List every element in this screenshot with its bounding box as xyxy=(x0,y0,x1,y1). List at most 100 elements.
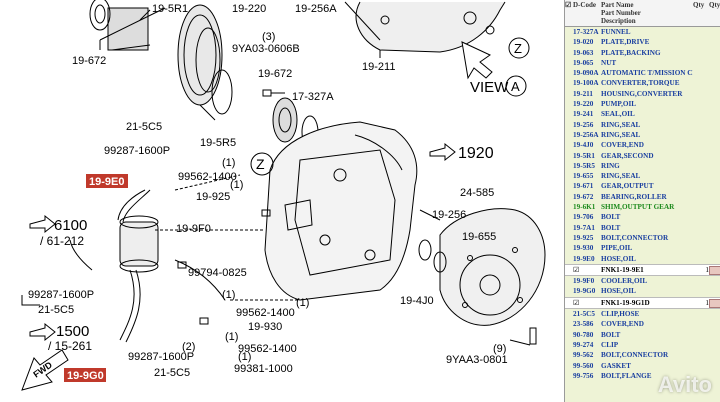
part-code: 19-6K1 xyxy=(573,203,596,212)
part-qty xyxy=(693,202,709,212)
cart-button xyxy=(709,330,720,340)
part-code: 19-256A xyxy=(573,130,599,139)
highlight-19-9e0 xyxy=(86,174,128,188)
oil-cooler xyxy=(119,215,159,273)
row-marker xyxy=(565,243,573,253)
part-description: BEARING,ROLLER xyxy=(601,192,667,201)
row-marker xyxy=(565,68,573,78)
label-21-5c5-b: 21-5C5 xyxy=(38,304,74,316)
cart-button xyxy=(709,286,720,296)
row-marker xyxy=(565,202,573,212)
part-qty xyxy=(693,243,709,253)
seal-ring-655 xyxy=(433,251,447,273)
part-description: PIPE,OIL xyxy=(601,244,633,253)
output-gear xyxy=(177,4,223,106)
row-marker xyxy=(565,276,573,286)
cart-button xyxy=(709,58,720,68)
part-code: 19-4J0 xyxy=(573,141,594,150)
add-to-cart-icon[interactable] xyxy=(709,298,720,308)
part-qty xyxy=(693,254,709,264)
part-description: CLIP xyxy=(601,340,619,349)
part-qty xyxy=(693,361,709,371)
add-to-cart-icon[interactable] xyxy=(709,265,720,275)
part-qty xyxy=(693,340,709,350)
cart-button xyxy=(709,37,720,47)
header-dcode: D-Code xyxy=(573,1,596,9)
part-description: SEAL,OIL xyxy=(601,110,635,119)
row-marker xyxy=(565,58,573,68)
part-code: ☑ xyxy=(573,298,580,307)
part-description: RING,SEAL xyxy=(601,120,641,129)
part-code: 19-706 xyxy=(573,213,594,222)
part-description: HOUSING,CONVERTER xyxy=(601,89,683,98)
part-code: 19-7A1 xyxy=(573,223,595,232)
table-row[interactable]: 90-780 BOLT xyxy=(565,330,720,340)
label-61-212: / 61-212 xyxy=(40,234,84,248)
cart-button xyxy=(709,171,720,181)
cart-button[interactable] xyxy=(709,265,720,275)
label-21-5c5-c: 21-5C5 xyxy=(154,367,190,379)
part-code: 99-562 xyxy=(573,351,594,360)
part-qty xyxy=(693,78,709,88)
header-check: ☑ xyxy=(565,1,572,9)
label-19-9g0[interactable]: 19-9G0 xyxy=(67,370,104,382)
circle-z-mid xyxy=(250,152,274,176)
part-qty xyxy=(693,140,709,150)
part-description: BOLT xyxy=(601,330,621,339)
cart-button xyxy=(709,161,720,171)
part-code: 90-780 xyxy=(573,330,594,339)
part-code: 99-274 xyxy=(573,340,594,349)
part-qty xyxy=(693,58,709,68)
table-row[interactable]: 99-274 CLIP xyxy=(565,340,720,350)
label-19-930: 19-930 xyxy=(248,321,282,333)
label-19-9e0[interactable]: 19-9E0 xyxy=(89,176,124,188)
label-9yaa3: 9YAA3-0801 xyxy=(446,354,508,366)
row-marker xyxy=(565,319,573,329)
oil-pipe xyxy=(174,259,226,301)
part-code: 21-5C5 xyxy=(573,310,595,319)
cart-button[interactable] xyxy=(709,298,720,308)
label-qty-1-f: (1) xyxy=(238,351,251,363)
part-code: 19-090A xyxy=(573,69,599,78)
part-qty xyxy=(693,68,709,78)
cart-button xyxy=(709,151,720,161)
watermark: Avito xyxy=(657,372,712,397)
cart-button xyxy=(709,254,720,264)
label-19-925: 19-925 xyxy=(196,191,230,203)
label-z-mid: Z xyxy=(256,156,265,172)
label-99562: 99562-1400 xyxy=(178,171,237,183)
row-marker xyxy=(565,48,573,58)
